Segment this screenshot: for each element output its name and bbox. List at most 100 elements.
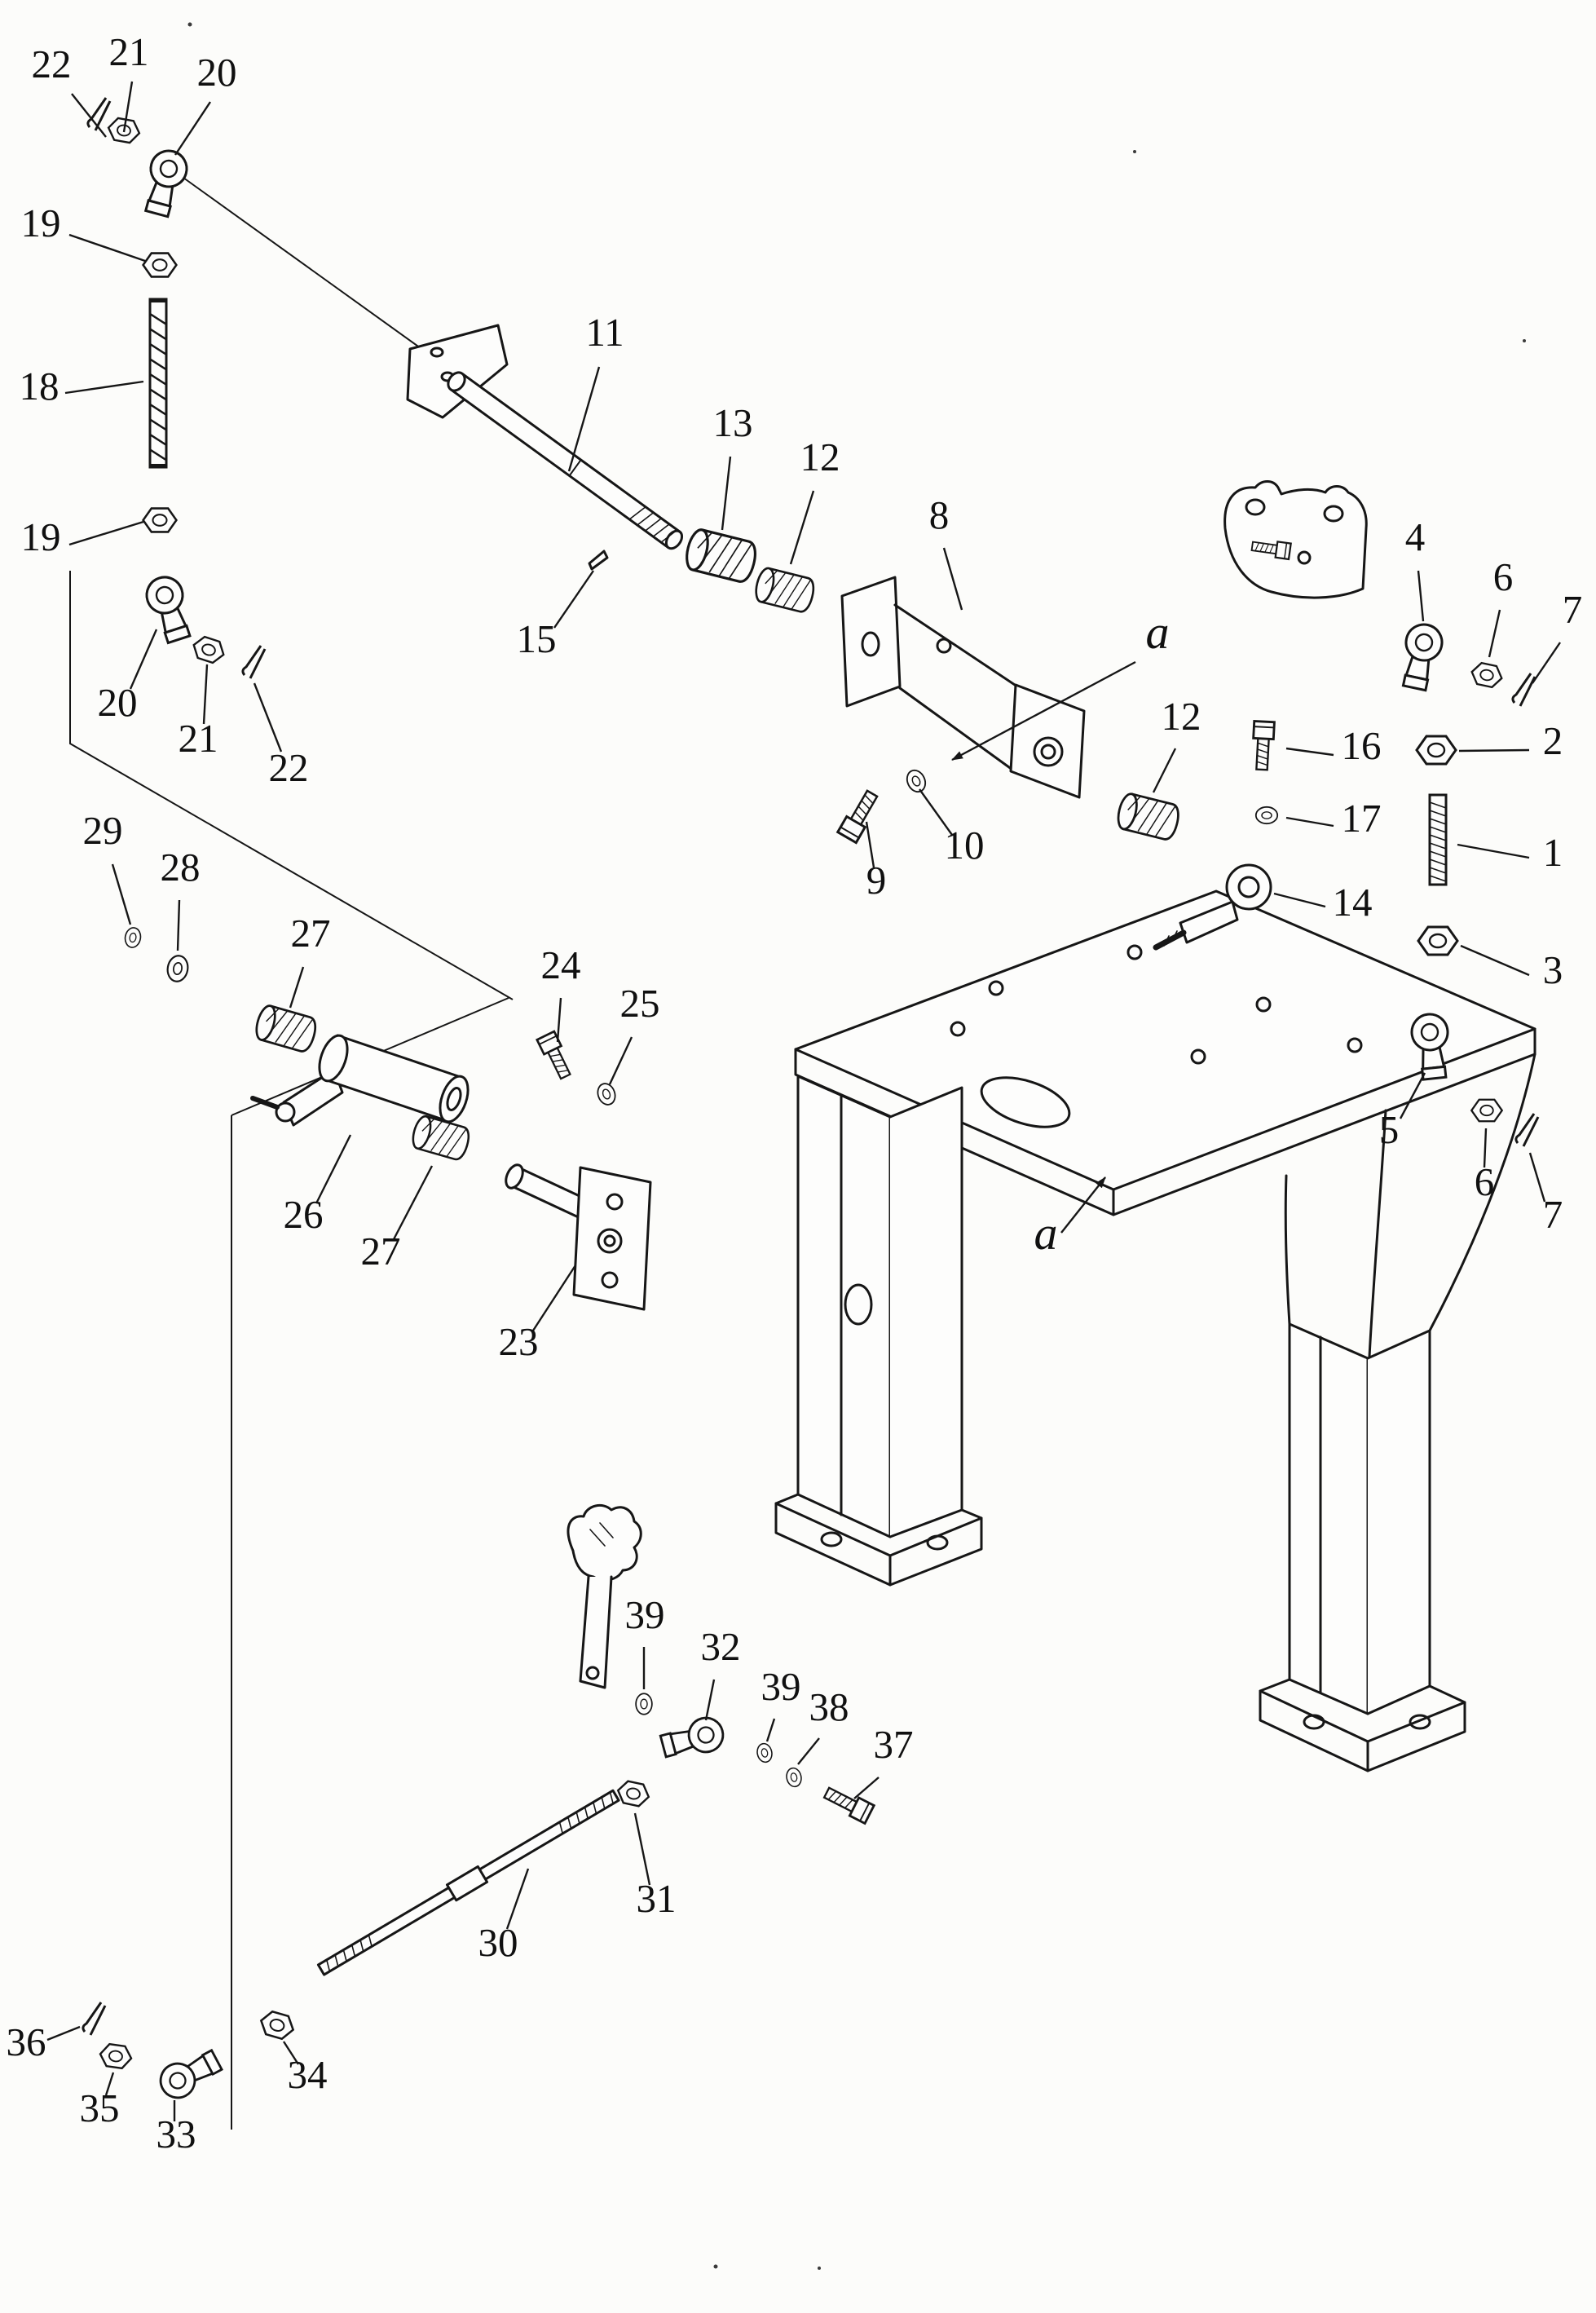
washer-39-upper (635, 1693, 653, 1715)
shaft-flange-23 (505, 1163, 652, 1311)
part-label-19: 19 (21, 514, 61, 559)
leader-line (765, 1718, 776, 1742)
nut-19-bottom (142, 507, 178, 533)
section-label-a: a (1146, 606, 1170, 659)
leader-line (253, 682, 283, 753)
part-label-8: 8 (929, 492, 950, 537)
leader-line (567, 366, 601, 472)
part-label-11: 11 (585, 310, 624, 355)
leader-line (553, 570, 594, 629)
part-label-1: 1 (1543, 830, 1563, 875)
part-label-7: 7 (1563, 587, 1583, 632)
leader-line (111, 863, 132, 925)
part-label-33: 33 (157, 2112, 196, 2156)
rod-end-20-top (138, 145, 192, 220)
part-label-26: 26 (284, 1192, 324, 1237)
part-label-36: 36 (7, 2019, 46, 2064)
leader-line (174, 101, 212, 156)
nut-34 (257, 2008, 298, 2042)
part-label-16: 16 (1342, 723, 1382, 768)
bushing-12-left (752, 565, 818, 615)
leader-line (1152, 748, 1177, 793)
part-label-34: 34 (288, 2052, 328, 2097)
part-label-4: 4 (1405, 514, 1426, 559)
cotter-pin-7-upper (1511, 672, 1536, 708)
rod-11-assembly (406, 324, 684, 571)
leader-line (1483, 1128, 1488, 1168)
leader-line (1460, 944, 1530, 977)
leader-line (71, 93, 107, 138)
part-label-19: 19 (21, 201, 61, 245)
leader-line (68, 233, 146, 263)
bolt-9 (836, 787, 883, 845)
hand-lever (567, 1503, 642, 1689)
nut-21-bottom (189, 633, 228, 667)
upper-right-bracket (1223, 480, 1368, 599)
leader-line (1273, 892, 1326, 908)
part-label-39: 39 (761, 1664, 801, 1709)
leader-line (1285, 816, 1334, 828)
leader-line (1285, 747, 1334, 757)
rod-end-4 (1395, 620, 1447, 693)
part-label-12: 12 (1162, 694, 1201, 739)
leader-line (789, 490, 815, 565)
leader-line (282, 2041, 300, 2065)
leader-line (1528, 1152, 1546, 1203)
part-label-15: 15 (517, 616, 557, 661)
lever-14 (1153, 863, 1272, 951)
part-label-7: 7 (1543, 1192, 1563, 1237)
bolt-37 (821, 1782, 875, 1825)
part-label-27: 27 (291, 911, 331, 956)
washer-38 (784, 1766, 804, 1789)
leader-line (1417, 570, 1425, 622)
cotter-pin-36 (82, 2001, 107, 2037)
section-arrow (1060, 1176, 1106, 1234)
leader-line (865, 821, 875, 868)
part-label-20: 20 (197, 50, 237, 95)
cotter-pin-22-bottom (241, 644, 267, 680)
part-label-29: 29 (83, 808, 123, 853)
part-label-25: 25 (620, 981, 660, 1026)
part-label-24: 24 (541, 942, 581, 987)
leader-line (289, 966, 305, 1009)
nut-19-top (142, 252, 178, 278)
part-label-10: 10 (945, 823, 985, 867)
leader-line (797, 1737, 820, 1765)
rod-end-32 (657, 1712, 729, 1764)
scan-specks (187, 22, 1526, 2270)
part-label-6: 6 (1475, 1159, 1495, 1204)
leader-line (721, 456, 732, 531)
leader-line (853, 1777, 880, 1799)
part-label-9: 9 (866, 858, 887, 903)
part-label-23: 23 (499, 1319, 539, 1364)
part-label-30: 30 (478, 1920, 518, 1965)
nut-6-lower (1470, 1098, 1503, 1123)
nut-3 (1417, 925, 1459, 956)
key-pin-15 (588, 550, 609, 571)
leader-line (505, 1868, 530, 1930)
part-label-20: 20 (98, 680, 138, 725)
leader-line (202, 664, 209, 725)
part-label-5: 5 (1379, 1107, 1400, 1152)
washer-39-lower (755, 1741, 774, 1764)
part-label-39: 39 (625, 1592, 665, 1637)
part-label-21: 21 (109, 29, 149, 74)
washer-17 (1254, 806, 1279, 825)
leader-line (176, 899, 181, 951)
bushing-13 (681, 526, 761, 585)
bolt-16 (1250, 720, 1276, 772)
nut-31 (615, 1778, 652, 1809)
washer-29 (122, 925, 143, 950)
part-label-13: 13 (713, 400, 753, 445)
section-label-a: a (1034, 1207, 1058, 1260)
washer-10 (902, 766, 930, 796)
main-mounting-bracket (774, 889, 1536, 1772)
leader-line (633, 1812, 651, 1886)
cotter-pin-22-top (86, 96, 112, 132)
rod-end-20-bottom (140, 571, 198, 647)
part-label-17: 17 (1342, 796, 1382, 841)
leader-line (129, 629, 158, 690)
